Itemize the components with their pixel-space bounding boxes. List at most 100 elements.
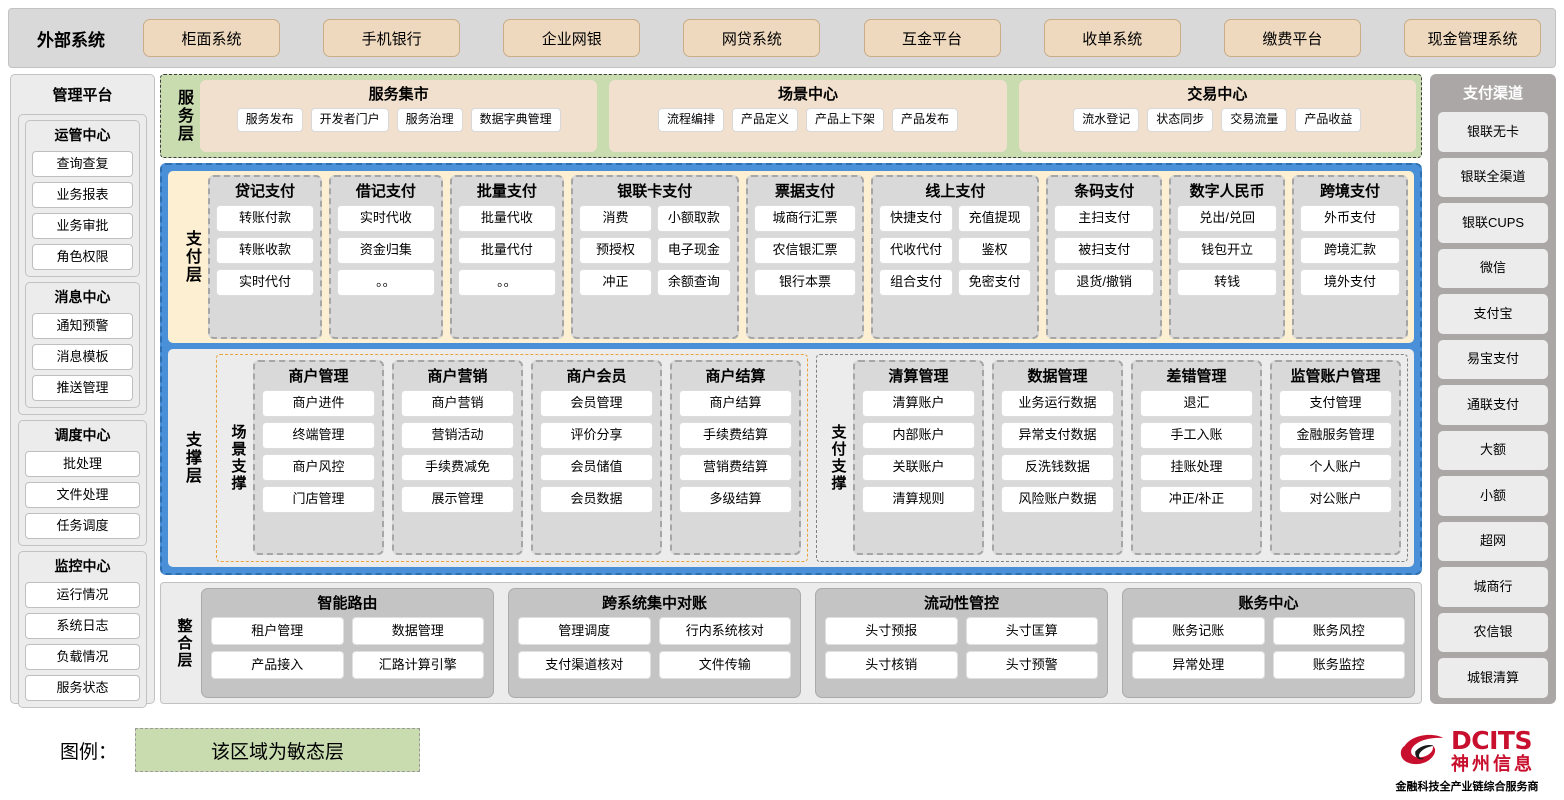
payment-item[interactable]: 批量代收 <box>457 205 556 232</box>
payment-item[interactable]: 。。 <box>457 269 556 296</box>
payment-item[interactable]: 快捷支付 <box>879 205 953 232</box>
external-system-chip[interactable]: 网贷系统 <box>683 19 821 57</box>
support-item[interactable]: 手续费减免 <box>401 454 514 481</box>
payment-item[interactable]: 。。 <box>336 269 435 296</box>
support-item[interactable]: 会员管理 <box>540 390 653 417</box>
support-item[interactable]: 风险账户数据 <box>1001 486 1114 513</box>
support-item[interactable]: 反洗钱数据 <box>1001 454 1114 481</box>
support-item[interactable]: 商户营销 <box>401 390 514 417</box>
external-system-chip[interactable]: 柜面系统 <box>143 19 280 57</box>
payment-item[interactable]: 城商行汇票 <box>753 205 857 232</box>
integration-item[interactable]: 管理调度 <box>518 617 651 645</box>
support-item[interactable]: 关联账户 <box>862 454 975 481</box>
integration-item[interactable]: 异常处理 <box>1132 651 1265 679</box>
support-item[interactable]: 会员数据 <box>540 486 653 513</box>
management-item[interactable]: 业务报表 <box>32 182 133 208</box>
management-item[interactable]: 通知预警 <box>32 313 133 339</box>
external-system-chip[interactable]: 收单系统 <box>1043 19 1181 57</box>
payment-channel-item[interactable]: 银联无卡 <box>1438 112 1548 152</box>
management-item[interactable]: 角色权限 <box>32 244 133 270</box>
service-item[interactable]: 状态同步 <box>1147 108 1214 132</box>
payment-channel-item[interactable]: 银联全渠道 <box>1438 157 1548 198</box>
payment-item[interactable]: 转账付款 <box>216 205 314 232</box>
management-item[interactable]: 业务审批 <box>32 213 133 239</box>
support-item[interactable]: 营销活动 <box>401 422 514 449</box>
integration-item[interactable]: 租户管理 <box>211 617 344 645</box>
payment-item[interactable]: 主扫支付 <box>1054 205 1155 232</box>
payment-item[interactable]: 退货/撤销 <box>1054 269 1155 296</box>
support-item[interactable]: 内部账户 <box>862 422 975 449</box>
integration-item[interactable]: 头寸核销 <box>825 651 958 679</box>
external-system-chip[interactable]: 缴费平台 <box>1223 19 1361 57</box>
management-item[interactable]: 批处理 <box>25 451 140 477</box>
payment-item[interactable]: 境外支付 <box>1300 269 1400 296</box>
support-item[interactable]: 展示管理 <box>401 486 514 513</box>
service-item[interactable]: 开发者门户 <box>310 108 389 132</box>
support-item[interactable]: 清算账户 <box>862 390 975 417</box>
support-item[interactable]: 清算规则 <box>862 486 975 513</box>
payment-item[interactable]: 实时代收 <box>336 205 435 232</box>
support-item[interactable]: 异常支付数据 <box>1001 422 1114 449</box>
management-item[interactable]: 任务调度 <box>25 513 140 539</box>
payment-item[interactable]: 转账收款 <box>216 237 314 264</box>
management-item[interactable]: 服务状态 <box>25 675 140 701</box>
payment-channel-item[interactable]: 支付宝 <box>1438 294 1548 334</box>
support-item[interactable]: 评价分享 <box>540 422 653 449</box>
payment-item[interactable]: 银行本票 <box>753 269 857 296</box>
integration-item[interactable]: 支付渠道核对 <box>518 651 651 679</box>
management-item[interactable]: 系统日志 <box>25 613 140 639</box>
payment-item[interactable]: 农信银汇票 <box>753 237 857 264</box>
external-system-chip[interactable]: 企业网银 <box>503 19 641 57</box>
payment-channel-item[interactable]: 农信银 <box>1438 612 1548 653</box>
integration-item[interactable]: 产品接入 <box>211 651 344 679</box>
support-item[interactable]: 商户风控 <box>262 454 375 481</box>
payment-item[interactable]: 外币支付 <box>1300 205 1400 232</box>
payment-item[interactable]: 代收代付 <box>879 237 953 264</box>
payment-channel-item[interactable]: 大额 <box>1438 430 1548 471</box>
integration-item[interactable]: 账务风控 <box>1272 617 1405 645</box>
management-item[interactable]: 文件处理 <box>25 482 140 508</box>
support-item[interactable]: 业务运行数据 <box>1001 390 1114 417</box>
service-item[interactable]: 服务治理 <box>396 108 463 132</box>
management-item[interactable]: 运行情况 <box>25 582 140 608</box>
service-item[interactable]: 产品发布 <box>892 108 959 132</box>
payment-item[interactable]: 钱包开立 <box>1177 237 1278 264</box>
payment-item[interactable]: 被扫支付 <box>1054 237 1155 264</box>
external-system-chip[interactable]: 手机银行 <box>323 19 461 57</box>
payment-channel-item[interactable]: 城银清算 <box>1438 658 1548 698</box>
integration-item[interactable]: 数据管理 <box>351 617 484 645</box>
support-item[interactable]: 营销费结算 <box>679 454 792 481</box>
service-item[interactable]: 服务发布 <box>236 108 303 132</box>
support-item[interactable]: 退汇 <box>1140 390 1253 417</box>
support-item[interactable]: 手续费结算 <box>679 422 792 449</box>
integration-item[interactable]: 文件传输 <box>658 651 791 679</box>
support-item[interactable]: 对公账户 <box>1279 486 1392 513</box>
management-item[interactable]: 推送管理 <box>32 375 133 401</box>
support-item[interactable]: 金融服务管理 <box>1279 422 1392 449</box>
support-item[interactable]: 冲正/补正 <box>1140 486 1253 513</box>
integration-item[interactable]: 头寸匡算 <box>965 617 1098 645</box>
payment-item[interactable]: 兑出/兑回 <box>1177 205 1278 232</box>
payment-channel-item[interactable]: 超网 <box>1438 521 1548 562</box>
integration-item[interactable]: 头寸预报 <box>825 617 958 645</box>
payment-item[interactable]: 鉴权 <box>957 237 1032 264</box>
service-item[interactable]: 流程编排 <box>657 108 724 132</box>
payment-item[interactable]: 组合支付 <box>879 269 953 296</box>
payment-item[interactable]: 跨境汇款 <box>1300 237 1400 264</box>
support-item[interactable]: 商户结算 <box>679 390 792 417</box>
service-item[interactable]: 产品上下架 <box>805 108 884 132</box>
payment-item[interactable]: 冲正 <box>578 269 653 296</box>
support-item[interactable]: 支付管理 <box>1279 390 1392 417</box>
service-item[interactable]: 产品定义 <box>731 108 798 132</box>
payment-item[interactable]: 电子现金 <box>657 237 731 264</box>
payment-channel-item[interactable]: 微信 <box>1438 248 1548 289</box>
support-item[interactable]: 门店管理 <box>262 486 375 513</box>
management-item[interactable]: 查询查复 <box>32 151 133 177</box>
payment-item[interactable]: 预授权 <box>578 237 653 264</box>
support-item[interactable]: 会员储值 <box>540 454 653 481</box>
payment-channel-item[interactable]: 城商行 <box>1438 567 1548 607</box>
service-item[interactable]: 数据字典管理 <box>470 108 561 132</box>
payment-item[interactable]: 充值提现 <box>957 205 1032 232</box>
payment-item[interactable]: 批量代付 <box>457 237 556 264</box>
payment-item[interactable]: 免密支付 <box>957 269 1032 296</box>
